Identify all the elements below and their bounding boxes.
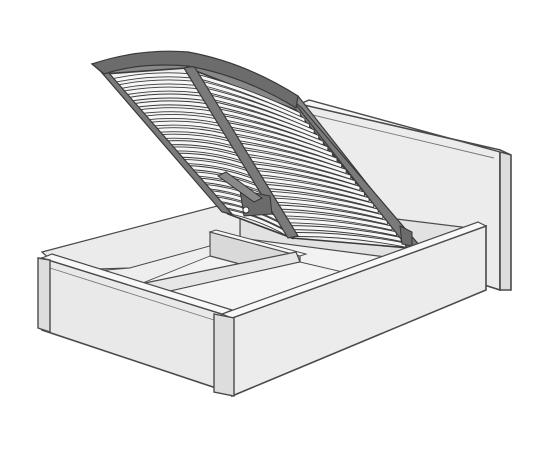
left-corner-post [37,257,51,333]
slats-right-group [193,72,407,248]
headboard-top-edge [297,99,512,156]
headboard-right-edge [499,148,512,291]
center-divider-top [208,229,308,257]
right-slat [291,232,407,248]
corner-post [213,313,235,397]
foot-panel-top [40,253,234,315]
foot-panel-inner-line [49,267,215,321]
right-slat [274,204,388,226]
right-slat [287,225,402,243]
slat-top-rail [90,50,299,109]
lift-arm [217,171,263,203]
headboard-inner-line [299,111,495,159]
right-slat [282,218,397,237]
right-slat [265,190,379,214]
lift-mechanism [217,171,413,247]
right-slat [278,211,393,231]
lift-pivot [242,206,250,214]
right-slat [270,197,384,220]
bed-base-panels [37,221,488,398]
